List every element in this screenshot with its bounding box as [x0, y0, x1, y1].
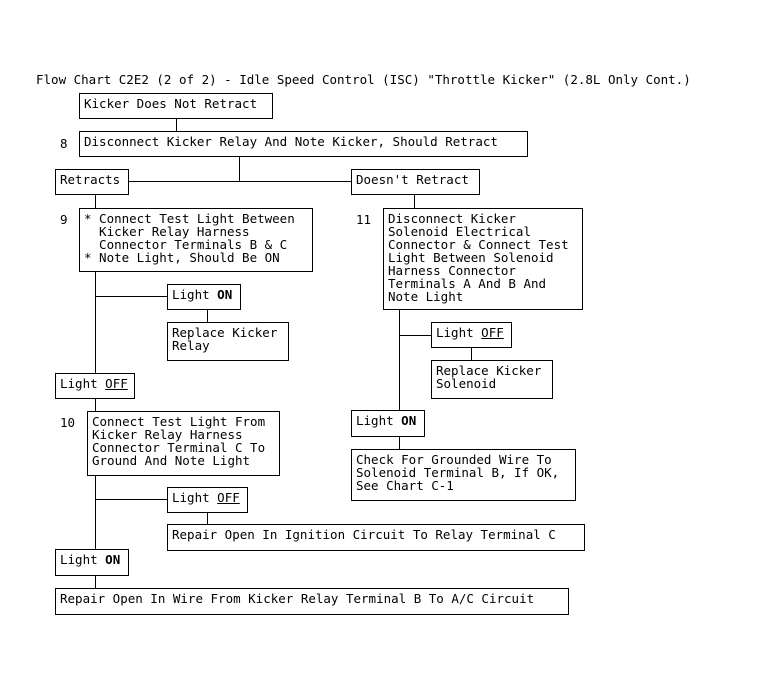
connector	[95, 271, 96, 374]
light-state-on: ON	[217, 287, 233, 302]
light-state-off: OFF	[481, 325, 504, 340]
replace-kicker-solenoid-box: Replace Kicker Solenoid	[431, 360, 553, 399]
light-off-box: Light OFF	[167, 487, 248, 513]
connector	[126, 181, 352, 182]
light-on-box: Light ON	[55, 549, 129, 576]
connector	[399, 335, 432, 336]
kicker-does-not-retract-box: Kicker Does Not Retract	[79, 93, 273, 119]
connector	[207, 309, 208, 323]
connector	[399, 309, 400, 411]
repair-open-wire-box: Repair Open In Wire From Kicker Relay Te…	[55, 588, 569, 615]
light-label: Light	[60, 552, 98, 567]
light-on-box: Light ON	[167, 284, 241, 310]
light-label: Light	[356, 413, 394, 428]
connector	[239, 157, 240, 182]
retracts-box: Retracts	[55, 169, 129, 195]
light-off-box: Light OFF	[55, 373, 135, 399]
connector	[95, 575, 96, 589]
light-state-off: OFF	[217, 490, 240, 505]
light-on-box: Light ON	[351, 410, 425, 437]
connector	[95, 499, 168, 500]
light-label: Light	[172, 490, 210, 505]
step-number-10: 10	[60, 415, 76, 430]
light-label: Light	[436, 325, 474, 340]
connector	[414, 195, 415, 209]
light-state-on: ON	[401, 413, 417, 428]
chart-title: Flow Chart C2E2 (2 of 2) - Idle Speed Co…	[36, 72, 691, 87]
connector	[95, 195, 96, 209]
light-label: Light	[60, 376, 98, 391]
step-number-8: 8	[60, 136, 68, 151]
connector	[95, 296, 168, 297]
light-label: Light	[172, 287, 210, 302]
check-grounded-wire-box: Check For Grounded Wire To Solenoid Term…	[351, 449, 576, 501]
connector	[207, 512, 208, 524]
doesnt-retract-box: Doesn't Retract	[351, 169, 480, 195]
connector	[471, 348, 472, 360]
step8-box: Disconnect Kicker Relay And Note Kicker,…	[79, 131, 528, 157]
connector	[399, 436, 400, 450]
step9-box: * Connect Test Light Between Kicker Rela…	[79, 208, 313, 272]
step-number-9: 9	[60, 212, 68, 227]
replace-kicker-relay-box: Replace Kicker Relay	[167, 322, 289, 361]
connector	[176, 119, 177, 132]
connector	[95, 475, 96, 550]
repair-ignition-circuit-box: Repair Open In Ignition Circuit To Relay…	[167, 524, 585, 551]
step-number-11: 11	[356, 212, 372, 227]
light-state-on: ON	[105, 552, 121, 567]
connector	[95, 397, 96, 412]
step10-box: Connect Test Light From Kicker Relay Har…	[87, 411, 280, 476]
step11-box: Disconnect Kicker Solenoid Electrical Co…	[383, 208, 583, 310]
light-state-off: OFF	[105, 376, 128, 391]
light-off-box: Light OFF	[431, 322, 512, 348]
